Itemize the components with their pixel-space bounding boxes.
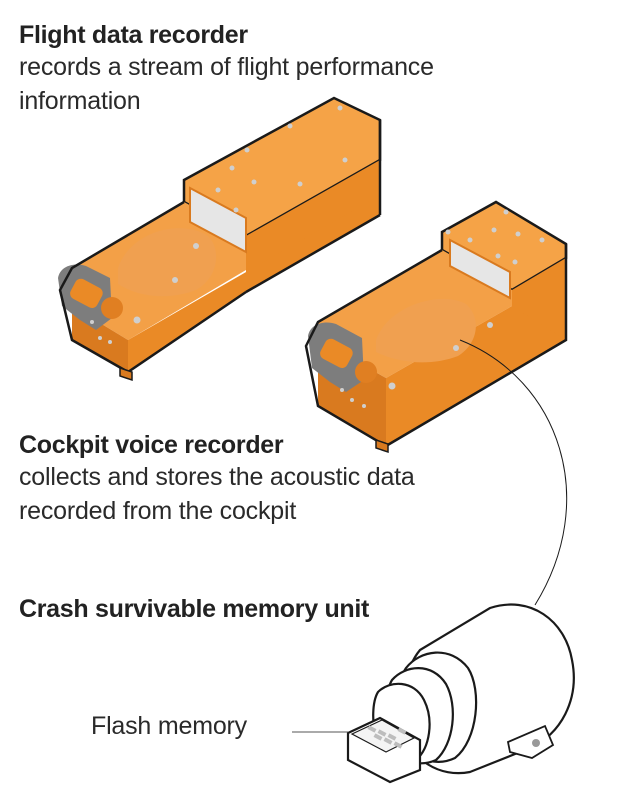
cockpit-voice-recorder-label: Cockpit voice recorder collects and stor…: [19, 430, 415, 528]
flight-data-recorder-label: Flight data recorder records a stream of…: [19, 20, 434, 118]
cvr-body-side: [386, 306, 566, 446]
cvr-outline: [304, 244, 568, 448]
cvr-cylinder: [320, 338, 353, 368]
fdr-foot: [119, 366, 133, 382]
csmu-illustration: [346, 603, 575, 784]
fdr-dome: [118, 228, 217, 297]
flash-memory-label: Flash memory: [91, 712, 247, 740]
fdr-title: Flight data recorder: [19, 21, 248, 49]
flash-memory-cells: [367, 725, 407, 749]
cvr-dome: [376, 298, 476, 363]
fdr-cylinder: [70, 278, 103, 308]
fdr-knob: [101, 297, 123, 319]
fdr-bolts: [90, 105, 348, 344]
fdr-outline: [58, 200, 247, 374]
flight-data-recorder-illustration: [58, 96, 382, 382]
cvr-description-line1: collects and stores the acoustic data: [19, 463, 415, 491]
fdr-body-side: [128, 195, 380, 372]
cvr-window: [449, 238, 511, 300]
fdr-description-line2: information: [19, 87, 141, 115]
cvr-knob: [355, 361, 377, 383]
csmu-mount-bolt: [532, 739, 540, 747]
cvr-bolts: [340, 209, 545, 408]
fdr-description-line1: records a stream of flight performance: [19, 53, 434, 81]
csmu-mount: [506, 724, 555, 759]
csmu-title: Crash survivable memory unit: [19, 595, 370, 623]
fdr-window: [189, 186, 247, 254]
csmu-label: Crash survivable memory unit: [19, 594, 369, 624]
cockpit-voice-recorder-illustration: [304, 200, 568, 454]
cvr-foot: [375, 438, 389, 454]
cvr-description-line2: recorded from the cockpit: [19, 497, 297, 525]
cvr-title: Cockpit voice recorder: [19, 431, 284, 459]
connector-line: [459, 339, 568, 606]
